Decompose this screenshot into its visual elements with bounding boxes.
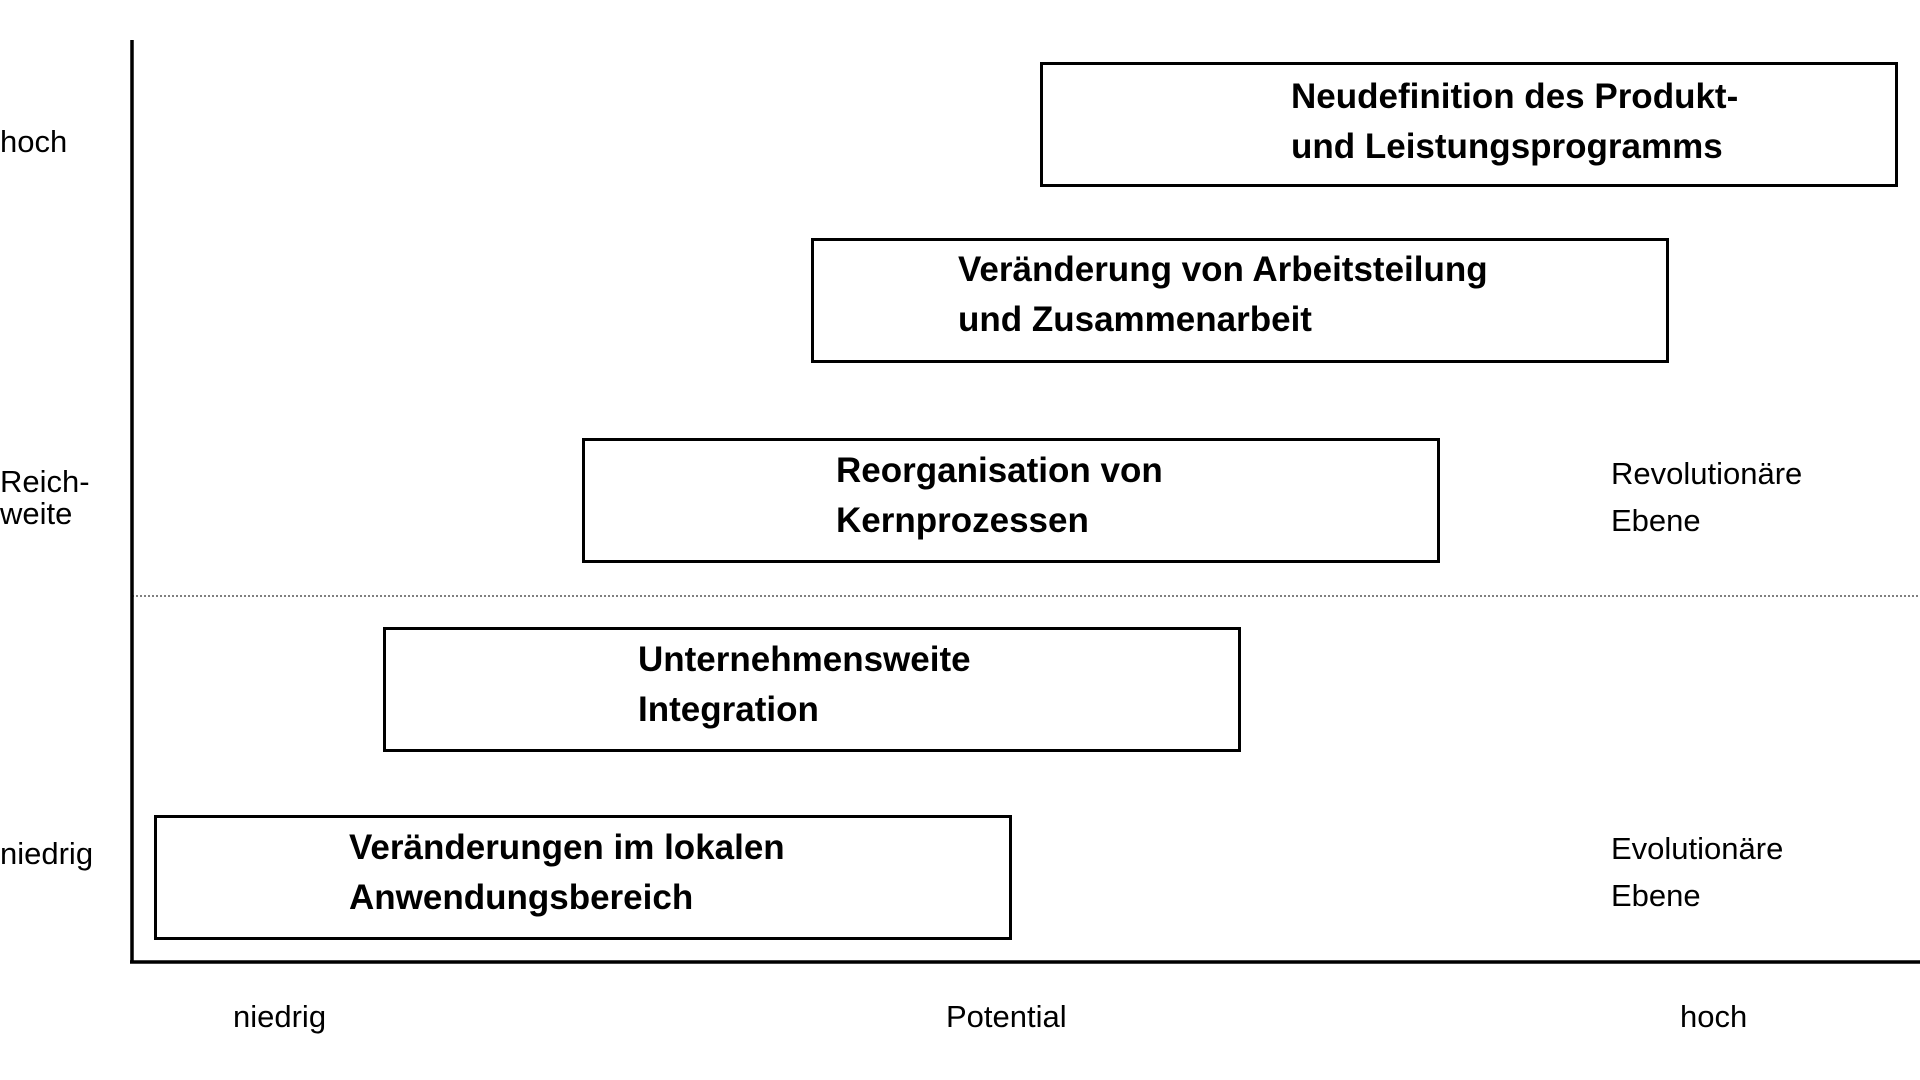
box-division-of-labor-line2: und Zusammenarbeit [958, 300, 1312, 339]
box-enterprise-integration-text: Unternehmensweite Integration [638, 635, 971, 735]
box-division-of-labor [811, 238, 1669, 363]
box-core-processes [582, 438, 1440, 563]
box-product-program [1040, 62, 1898, 187]
box-local-application [154, 815, 1012, 940]
box-local-application-text: Veränderungen im lokalen Anwendungsberei… [349, 823, 785, 923]
box-product-program-line1: Neudefinition des Produkt- [1291, 77, 1739, 116]
x-axis-title: Potential [946, 999, 1067, 1034]
x-axis-low-label: niedrig [233, 999, 327, 1034]
revolutionary-level-label: Revolutionäre Ebene [1611, 450, 1802, 544]
evolutionary-level-label: Evolutionäre Ebene [1611, 825, 1783, 919]
box-local-application-line2: Anwendungsbereich [349, 878, 694, 917]
box-enterprise-integration [383, 627, 1241, 752]
box-enterprise-integration-line1: Unternehmensweite [638, 640, 971, 679]
box-product-program-text: Neudefinition des Produkt- und Leistungs… [1291, 72, 1738, 172]
revolutionary-level-line1: Revolutionäre [1611, 456, 1803, 491]
box-division-of-labor-text: Veränderung von Arbeitsteilung und Zusam… [958, 245, 1488, 345]
box-core-processes-line2: Kernprozessen [836, 501, 1089, 540]
y-axis-title-line1: Reich- [0, 464, 90, 499]
box-core-processes-line1: Reorganisation von [836, 451, 1163, 490]
y-axis-low-label: niedrig [0, 836, 94, 871]
x-axis-high-label: hoch [1680, 999, 1748, 1034]
y-axis-high-label: hoch [0, 124, 68, 159]
box-core-processes-text: Reorganisation von Kernprozessen [836, 446, 1163, 546]
box-division-of-labor-line1: Veränderung von Arbeitsteilung [958, 250, 1488, 289]
box-product-program-line2: und Leistungsprogramms [1291, 127, 1723, 166]
revolutionary-level-line2: Ebene [1611, 503, 1701, 538]
box-local-application-line1: Veränderungen im lokalen [349, 828, 785, 867]
evolutionary-level-line1: Evolutionäre [1611, 831, 1784, 866]
box-enterprise-integration-line2: Integration [638, 690, 819, 729]
evolutionary-level-line2: Ebene [1611, 878, 1701, 913]
y-axis-title-line2: weite [0, 496, 73, 531]
